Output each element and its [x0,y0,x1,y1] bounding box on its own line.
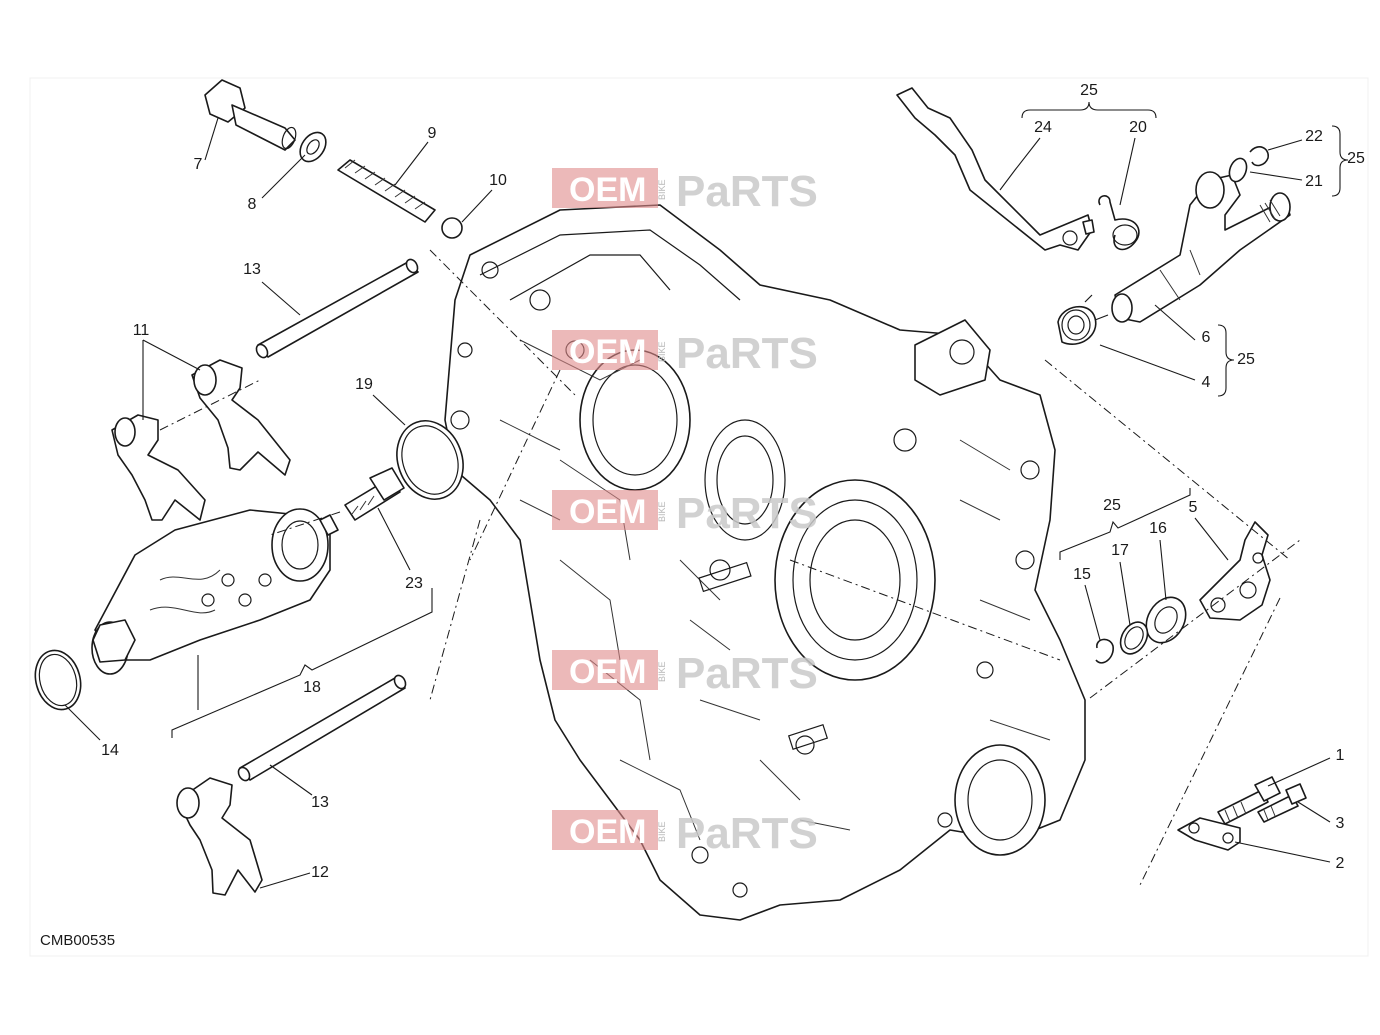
callout-3: 3 [1336,815,1345,832]
callout-24: 24 [1034,119,1052,136]
watermark-bike: BIKE [657,341,667,362]
callout-25: 25 [1237,351,1255,368]
watermark-parts: PaRTS [676,167,818,216]
assembly-lines [159,249,1301,886]
callout-21: 21 [1305,173,1323,190]
callout-labels: 1234567891011121313141516171819202122232… [101,82,1365,881]
part-13-shaft-lower [237,674,407,782]
callout-15: 15 [1073,566,1091,583]
callout-25: 25 [1080,82,1098,99]
callout-7: 7 [194,156,203,173]
callout-6: 6 [1202,329,1211,346]
watermark-oem: OEM [569,493,646,531]
callout-19: 19 [355,376,373,393]
callout-16: 16 [1149,520,1167,537]
watermark-oem: OEM [569,333,646,371]
part-13-shaft-upper [255,258,419,359]
part-8-washer [299,131,327,163]
watermark-parts: PaRTS [676,489,818,538]
watermark-bike: BIKE [657,821,667,842]
callout-17: 17 [1111,542,1129,559]
part-12-shift-fork [176,777,263,896]
watermark-row-4: OEM BIKE PaRTS [552,649,818,698]
part-14-circlip [34,649,82,711]
crankcase [444,204,1086,921]
watermark-row-3: OEM BIKE PaRTS [552,489,818,538]
watermark-parts: PaRTS [676,329,818,378]
group-brackets [171,101,1349,738]
callout-18: 18 [303,679,321,696]
callout-2: 2 [1336,855,1345,872]
part-7-plug-bolt [204,79,297,151]
part-22-clip [1249,146,1269,167]
part-21-washer [1228,157,1248,183]
watermark-row-1: OEM BIKE PaRTS [552,167,818,216]
callout-8: 8 [248,196,257,213]
callout-9: 9 [428,125,437,142]
callout-10: 10 [489,172,507,189]
part-11-shift-forks [111,359,291,521]
watermark-oem: OEM [569,813,646,851]
callout-13: 13 [311,794,329,811]
watermark-bike: BIKE [657,661,667,682]
leader-lines [64,117,1331,889]
watermark-bike: BIKE [657,179,667,200]
watermark-oem: OEM [569,653,646,691]
diagram-frame [29,77,1369,957]
callout-23: 23 [405,575,423,592]
callout-4: 4 [1202,374,1211,391]
part-10-ball [441,217,463,239]
part-3-screw [1257,783,1307,823]
part-18-shift-drum [91,508,339,675]
part-4-return-spring [1057,294,1109,345]
part-23-detent-pin [344,467,405,521]
part-9-spring [337,159,436,223]
callout-5: 5 [1189,499,1198,516]
watermark-parts: PaRTS [676,809,818,858]
callout-11: 11 [133,322,150,339]
callout-1: 1 [1336,747,1345,764]
part-2-bracket [1177,817,1241,851]
part-20-spring [1098,195,1140,251]
part-19-o-ring [396,420,464,500]
callout-22: 22 [1305,128,1323,145]
callout-20: 20 [1129,119,1147,136]
callout-12: 12 [311,864,329,881]
watermark-row-2: OEM BIKE PaRTS [552,329,818,378]
watermark-row-5: OEM BIKE PaRTS [552,809,818,858]
watermark-oem: OEM [569,171,646,209]
part-5-plate [1199,521,1271,621]
callout-25: 25 [1347,150,1365,167]
part-6-shift-shaft [1111,171,1291,323]
watermark-parts: PaRTS [676,649,818,698]
callout-14: 14 [101,742,119,759]
diagram-reference-code: CMB00535 [40,932,116,949]
part-17-washer [1119,621,1149,655]
callout-13: 13 [243,261,261,278]
part-15-circlip [1095,638,1114,664]
part-24-shift-lever [896,87,1095,251]
watermark-bike: BIKE [657,501,667,522]
callout-25: 25 [1103,497,1121,514]
